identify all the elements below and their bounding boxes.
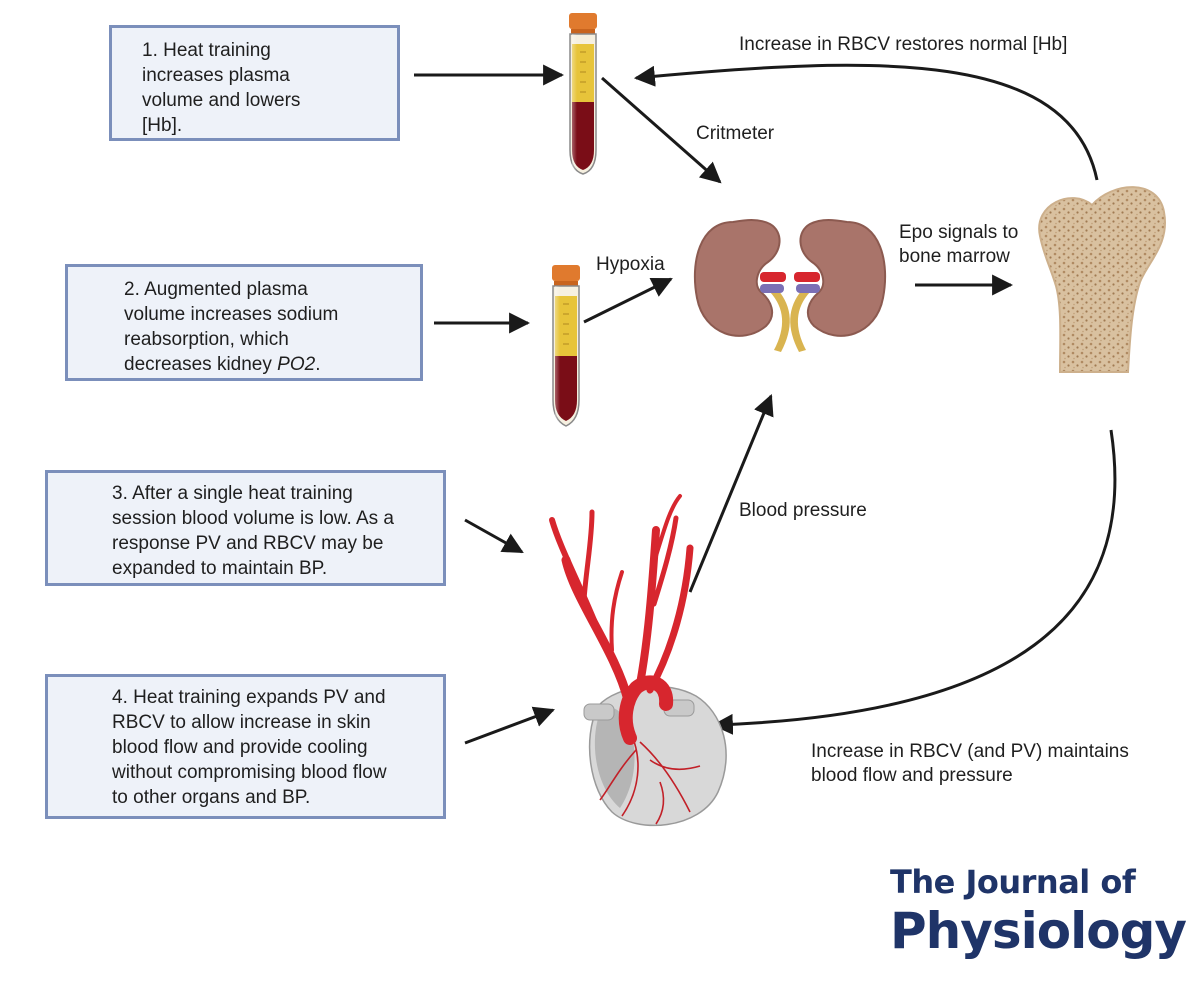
label-rbcv-restores: Increase in RBCV restores normal [Hb] bbox=[739, 34, 1068, 55]
step-2-box: 2. Augmented plasma volume increases sod… bbox=[65, 264, 423, 381]
step-2-text: 2. Augmented plasma volume increases sod… bbox=[124, 277, 420, 377]
kidney-icon bbox=[790, 219, 887, 352]
step-2-main: 2. Augmented plasma volume increases sod… bbox=[124, 279, 339, 375]
arrow-tube-to-kidney-hypoxia bbox=[583, 277, 673, 324]
heart-icon bbox=[549, 494, 727, 827]
step-1-box: 1. Heat training increases plasma volume… bbox=[109, 25, 400, 141]
arrow-box4-to-heart bbox=[464, 706, 555, 745]
step-4-box: 4. Heat training expands PV and RBCV to … bbox=[45, 674, 446, 819]
arrow-box3-to-heart bbox=[464, 518, 524, 554]
label-blood-pressure: Blood pressure bbox=[739, 500, 867, 521]
arrows bbox=[414, 63, 1117, 745]
step-2-po2: PO2 bbox=[277, 354, 316, 375]
kidney-icon bbox=[693, 219, 790, 352]
arrow-tube-to-kidney bbox=[601, 76, 722, 184]
step-3-box: 3. After a single heat training session … bbox=[45, 470, 446, 586]
arrow-bone-to-heart bbox=[711, 429, 1117, 735]
label-critmeter: Critmeter bbox=[696, 123, 775, 144]
blood-tube-icon bbox=[569, 13, 597, 175]
label-rbcv-maintains: Increase in RBCV (and PV) maintains bloo… bbox=[811, 741, 1129, 786]
label-hypoxia: Hypoxia bbox=[596, 254, 665, 275]
journal-logo-line2: Physiology bbox=[890, 902, 1187, 960]
bone-icon bbox=[1038, 186, 1167, 373]
journal-logo-line1: The Journal of bbox=[890, 863, 1136, 901]
step-4-text: 4. Heat training expands PV and RBCV to … bbox=[112, 687, 387, 808]
arrow-heart-to-kidney bbox=[688, 394, 774, 593]
step-2-period: . bbox=[315, 354, 321, 375]
blood-tube-icon bbox=[552, 265, 580, 427]
label-epo-signals: Epo signals to bone marrow bbox=[899, 222, 1019, 267]
journal-logo: The Journal of Physiology bbox=[890, 862, 1187, 960]
step-3-text: 3. After a single heat training session … bbox=[112, 483, 394, 579]
arrow-bone-to-tube bbox=[633, 63, 1099, 181]
step-1-text: 1. Heat training increases plasma volume… bbox=[142, 40, 301, 136]
